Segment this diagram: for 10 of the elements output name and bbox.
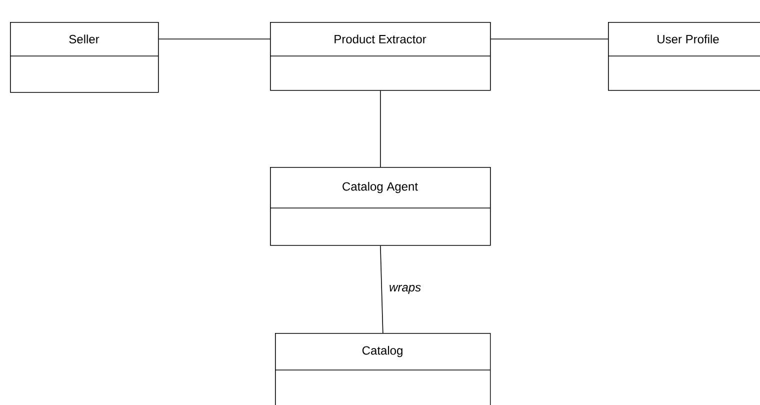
connector-line <box>490 38 608 40</box>
connector-line <box>380 245 384 334</box>
class-box: User Profile <box>608 22 760 91</box>
class-box: Catalog <box>274 333 491 405</box>
connector-line <box>380 90 381 168</box>
class-box: Catalog Agent <box>270 167 491 246</box>
edge-label: wraps <box>390 284 421 294</box>
connector-line <box>158 38 270 40</box>
class-box: Product Extractor <box>270 22 491 91</box>
class-box: Seller <box>10 22 159 93</box>
